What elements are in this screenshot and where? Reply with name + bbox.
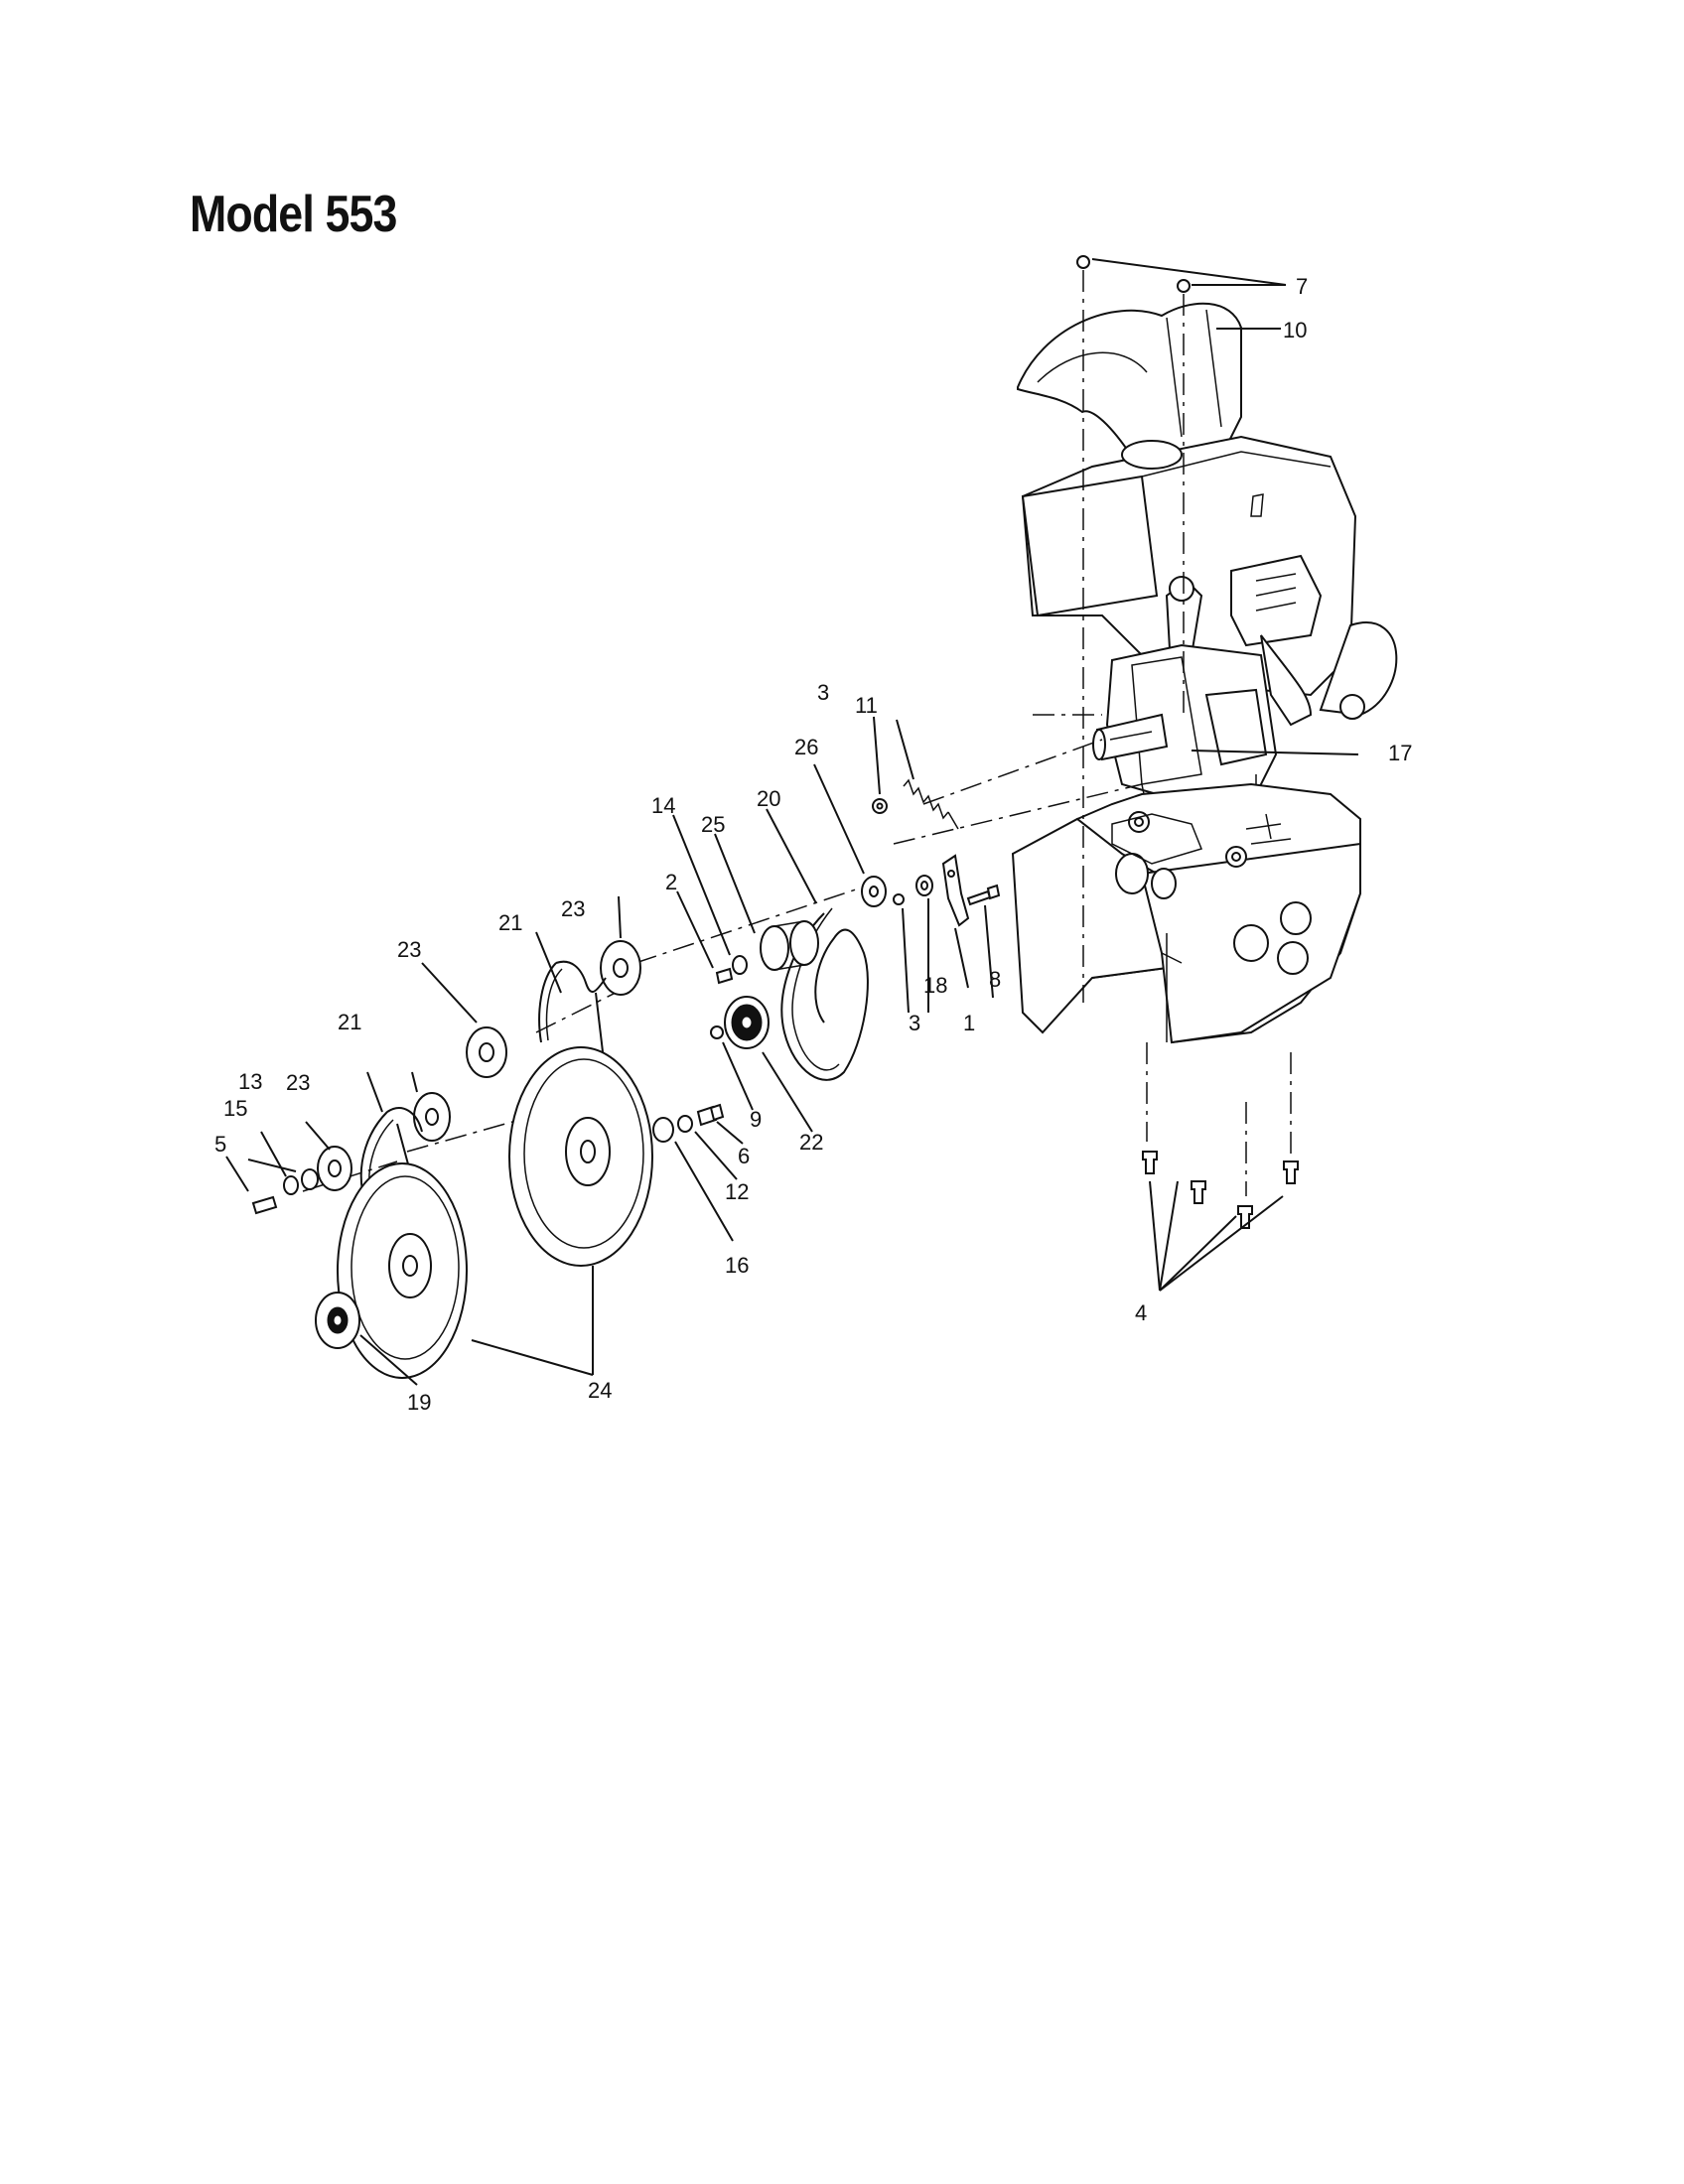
bolt-6 — [696, 1103, 725, 1127]
callout-1: 1 — [963, 1011, 975, 1035]
engine-body — [1021, 435, 1398, 727]
callout-6: 6 — [738, 1144, 750, 1168]
callout-21-left: 21 — [338, 1010, 361, 1034]
pulley-25 — [760, 920, 819, 971]
pulley-24-right — [508, 1046, 653, 1267]
callout-9: 9 — [750, 1107, 762, 1132]
bolt-8 — [966, 884, 1001, 906]
callout-12: 12 — [725, 1179, 749, 1204]
alignment-lines — [302, 270, 1292, 1196]
callout-7: 7 — [1296, 274, 1308, 299]
page-title: Model 553 — [190, 186, 397, 243]
left-hardware — [251, 1168, 319, 1215]
callouts: 7 10 17 3 11 26 20 14 25 2 23 21 23 18 8… — [214, 274, 1412, 1415]
callout-17: 17 — [1388, 741, 1412, 765]
callout-11: 11 — [855, 693, 878, 718]
spring-11 — [903, 778, 959, 830]
frame-bolts — [1142, 1151, 1299, 1229]
callout-25: 25 — [701, 812, 725, 837]
callout-15: 15 — [223, 1096, 247, 1121]
bolt-2 — [715, 967, 734, 985]
callout-21-right: 21 — [498, 910, 522, 935]
callout-20: 20 — [757, 786, 780, 811]
callout-16: 16 — [725, 1253, 749, 1278]
callout-26: 26 — [794, 735, 818, 759]
callout-23-right: 23 — [561, 896, 585, 921]
washer-12 — [677, 1115, 693, 1133]
callout-23-middle: 23 — [397, 937, 421, 962]
callout-5: 5 — [214, 1132, 226, 1157]
shroud-screws — [1076, 255, 1191, 293]
idler-bracket-1 — [941, 854, 970, 927]
washer-23-middle — [466, 1026, 507, 1078]
idler-washer-left — [413, 1092, 451, 1142]
washer-14 — [732, 955, 748, 975]
callout-19: 19 — [407, 1390, 431, 1415]
callout-3-lower: 3 — [909, 1011, 920, 1035]
callout-3-top: 3 — [817, 680, 829, 705]
nut-9 — [710, 1025, 724, 1039]
leader-lines — [225, 258, 1359, 1386]
callout-18: 18 — [923, 973, 947, 998]
nut-3-lower — [893, 893, 905, 905]
washer-23-left — [317, 1146, 352, 1191]
callout-24: 24 — [588, 1378, 612, 1403]
washer-16 — [652, 1117, 674, 1143]
washer-23-right — [600, 940, 641, 996]
pulley-24-left — [337, 1162, 468, 1379]
callout-14: 14 — [651, 793, 675, 818]
callout-2: 2 — [665, 870, 677, 894]
nut-3-top — [872, 798, 888, 814]
callout-8: 8 — [989, 967, 1001, 992]
callout-13: 13 — [238, 1069, 262, 1094]
idler-pulley-22 — [724, 996, 770, 1049]
callout-22: 22 — [799, 1130, 823, 1155]
callout-23-left: 23 — [286, 1070, 310, 1095]
callout-10: 10 — [1283, 318, 1307, 342]
washer-18 — [915, 875, 933, 896]
callout-4: 4 — [1135, 1300, 1147, 1325]
engine-shroud — [1017, 302, 1242, 458]
frame-housing — [1011, 782, 1361, 1044]
washer-26 — [861, 876, 887, 907]
pulley-19 — [315, 1292, 360, 1349]
engine-shaft — [1092, 713, 1169, 761]
